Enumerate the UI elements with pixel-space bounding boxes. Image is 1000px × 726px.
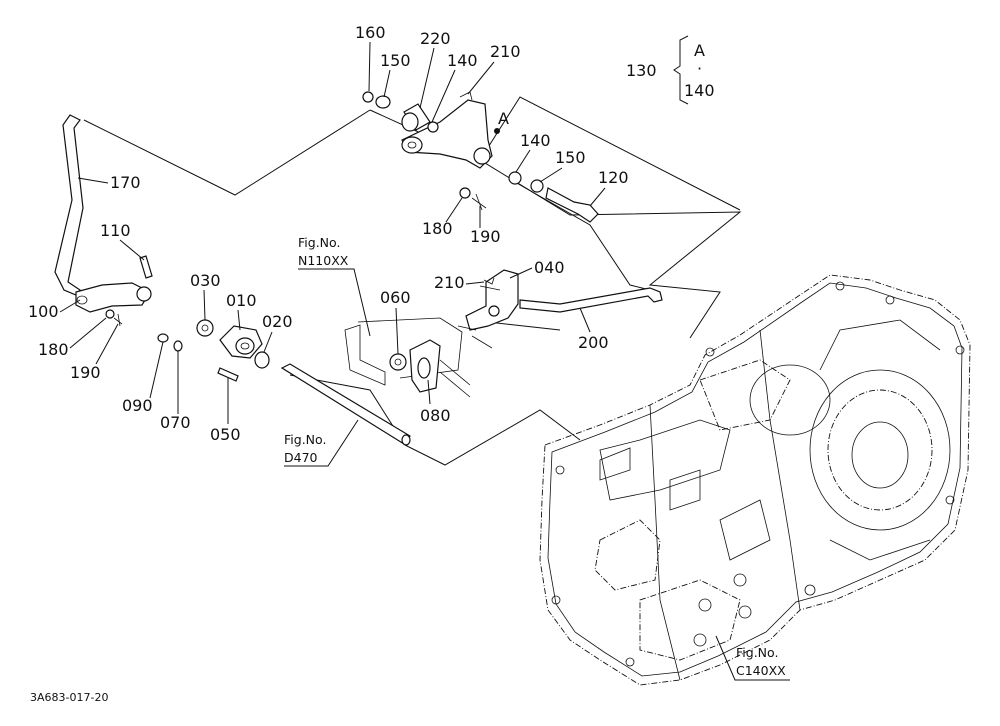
label-150: 150	[380, 51, 411, 70]
point-a-marker	[494, 128, 500, 134]
rod-170	[54, 114, 84, 296]
bracket-040	[465, 269, 519, 331]
label-200: 200	[578, 333, 609, 352]
label-110: 110	[100, 221, 131, 240]
label-050: 050	[210, 425, 241, 444]
pin-190	[471, 193, 487, 211]
fig-ref-n110-line1: Fig.No.	[298, 235, 340, 250]
bracket-note: 130 A · 140	[626, 35, 715, 105]
fig-ref-c140-line1: Fig.No.	[736, 645, 778, 660]
washer-070	[173, 340, 183, 352]
label-160: 160	[355, 23, 386, 42]
bolt-050	[217, 367, 239, 382]
label-210-mid: 210	[434, 273, 465, 292]
fig-ref-d470-line2: D470	[284, 450, 318, 465]
pin-110	[139, 255, 153, 279]
nut-160	[362, 91, 374, 103]
label-190-left: 190	[70, 363, 101, 382]
washer-150	[375, 95, 391, 109]
nut-090	[157, 333, 169, 343]
label-010: 010	[226, 291, 257, 310]
label-a: A	[498, 109, 509, 128]
bracket-bottom: 140	[684, 81, 715, 100]
label-030: 030	[190, 271, 221, 290]
fork-assembly	[157, 319, 411, 446]
label-150-right: 150	[555, 148, 586, 167]
pin-210b	[483, 277, 495, 285]
transmission-case	[539, 274, 971, 686]
washer-140	[508, 171, 522, 185]
label-170: 170	[110, 173, 141, 192]
label-100: 100	[28, 302, 59, 321]
ring-020	[254, 351, 270, 369]
part-labels: 160 150 220 140 210 A 140 150 120 180 19…	[28, 23, 629, 444]
label-080: 080	[420, 406, 451, 425]
bearing-060	[389, 353, 407, 371]
label-190-top: 190	[470, 227, 501, 246]
label-180-top: 180	[422, 219, 453, 238]
shift-lever-assembly	[362, 91, 599, 223]
rod-200	[519, 287, 663, 313]
drawing-code: 3A683-017-20	[30, 691, 108, 704]
bushing-030	[196, 319, 214, 337]
middle-assembly	[344, 269, 663, 398]
washer-150b	[530, 179, 544, 193]
rod-linkage	[54, 114, 153, 327]
label-180-left: 180	[38, 340, 69, 359]
label-040: 040	[534, 258, 565, 277]
shift-rod	[280, 363, 411, 445]
label-090: 090	[122, 396, 153, 415]
bracket-ref: 130	[626, 61, 657, 80]
label-210: 210	[490, 42, 521, 61]
label-060: 060	[380, 288, 411, 307]
bracket-mid: ·	[697, 59, 702, 78]
fig-ref-n110-line2: N110XX	[298, 253, 349, 268]
label-140-right: 140	[520, 131, 551, 150]
shaft-120	[545, 187, 599, 223]
lever-100	[75, 282, 151, 313]
pin-190b	[113, 313, 123, 327]
label-120: 120	[598, 168, 629, 187]
fig-ref-d470-line1: Fig.No.	[284, 432, 326, 447]
lever-arm	[401, 99, 493, 169]
fig-ref-c140-line2: C140XX	[736, 663, 786, 678]
bracket-plate	[344, 324, 386, 386]
washer-180	[459, 187, 471, 199]
figure-references: Fig.No. N110XX Fig.No. D470 Fig.No. C140…	[284, 235, 790, 681]
label-140: 140	[447, 51, 478, 70]
bracket-top: A	[694, 41, 705, 60]
label-070: 070	[160, 413, 191, 432]
label-020: 020	[262, 312, 293, 331]
washer-180b	[105, 309, 115, 319]
label-220: 220	[420, 29, 451, 48]
